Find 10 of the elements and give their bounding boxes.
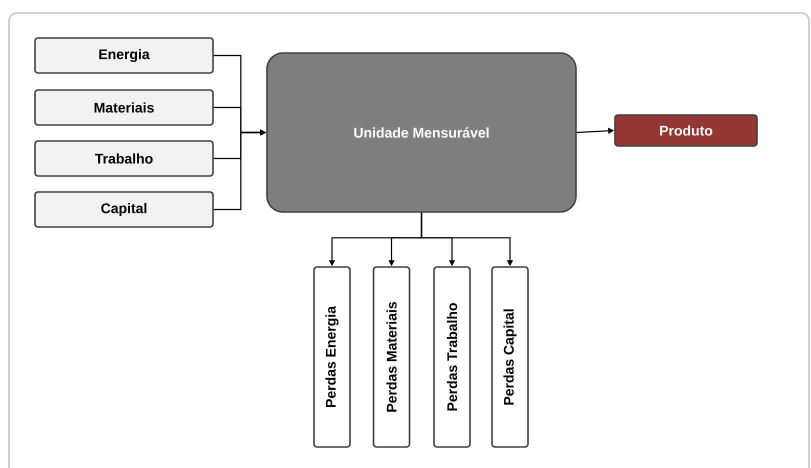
- input-box: Capital: [34, 191, 214, 228]
- input-box: Materiais: [34, 89, 214, 126]
- input-box: Trabalho: [34, 140, 214, 177]
- loss-box: Perdas Trabalho: [433, 266, 471, 448]
- loss-box: Perdas Energia: [313, 266, 351, 448]
- loss-box: Perdas Capital: [491, 266, 529, 448]
- input-box: Energia: [34, 37, 214, 74]
- process-box: Unidade Mensurável: [266, 52, 577, 213]
- output-box: Produto: [614, 114, 758, 147]
- loss-box: Perdas Materiais: [372, 266, 410, 448]
